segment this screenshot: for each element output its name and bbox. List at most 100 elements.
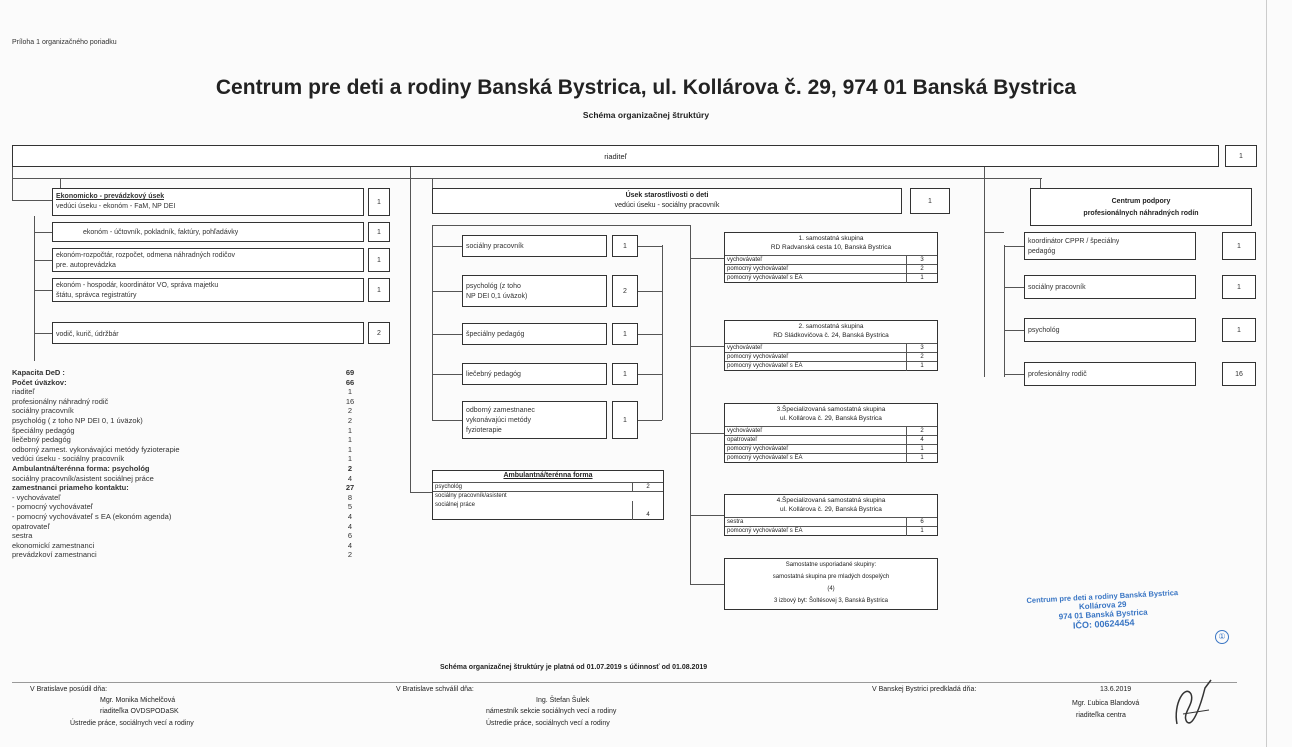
support-item-label: koordinátor CPPR / špeciálny (1028, 238, 1120, 245)
note-line: (4) (827, 586, 835, 592)
stat-label: odborný zamest. vykonávajúci metódy fyzi… (12, 444, 180, 454)
group-subtitle: ul. Kollárova č. 29, Banská Bystrica (780, 506, 882, 513)
signature-place: V Bratislave schválil dňa: (396, 686, 474, 693)
support-item-count: 16 (1222, 362, 1256, 386)
footer-divider (12, 682, 1237, 683)
signature-date: 13.6.2019 (1100, 686, 1132, 693)
group-title: 1. samostatná skupina (798, 235, 864, 242)
connector (638, 334, 662, 335)
econ-item-label: vodič, kurič, údržbár (56, 331, 119, 338)
connector (1004, 287, 1024, 288)
connector (662, 245, 663, 420)
econ-head-title: Ekonomicko - prevádzkový úsek (56, 193, 165, 200)
group-row-count: 1 (906, 454, 937, 463)
group-row-label: sestra (727, 519, 744, 525)
group-row-label: pomocný vychovávateľ (727, 266, 789, 272)
connector (432, 178, 433, 188)
stat-label: profesionálny náhradný rodič (12, 396, 109, 406)
signature-role: námestník sekcie sociálnych vecí a rodin… (486, 708, 617, 715)
group-row-count: 2 (906, 427, 937, 436)
econ-head: Ekonomicko - prevádzkový úsek vedúci úse… (52, 188, 364, 216)
stat-label: sociálny pracovník (12, 406, 74, 416)
econ-head-sub: vedúci úseku - ekonóm - FaM, NP DEI (56, 203, 176, 210)
connector (34, 290, 52, 291)
official-stamp: Centrum pre deti a rodiny Banská Bystric… (1002, 587, 1204, 634)
care-head: Úsek starostlivosti o deti vedúci úseku … (432, 188, 902, 214)
connector (638, 291, 662, 292)
note-line: Samostatne usporiadané skupiny: (785, 562, 877, 568)
group-row-count: 4 (906, 436, 937, 445)
stat-value: 8 (347, 492, 353, 502)
connector (60, 178, 61, 188)
signature-name: Mgr. Monika Michelčová (100, 697, 176, 704)
group-row-count: 6 (906, 518, 937, 527)
stat-value: 1 (347, 387, 353, 397)
group-title: 2. samostatná skupina (798, 323, 864, 330)
stat-value: 1 (347, 425, 353, 435)
stat-value: 4 (347, 540, 353, 550)
stat-value: 2 (347, 416, 353, 425)
econ-item-label: pre. autoprevádzka (56, 262, 116, 269)
care-head-count: 1 (910, 188, 950, 214)
director-label: riaditeľ (604, 152, 627, 161)
group-title: 3.Špecializovaná samostatná skupina (776, 406, 886, 413)
connector (34, 216, 35, 361)
support-item: sociálny pracovník (1024, 275, 1196, 299)
connector (12, 167, 13, 195)
connector (1004, 374, 1024, 375)
care-item-count: 2 (612, 275, 638, 307)
support-title: profesionálnych náhradných rodín (1083, 210, 1199, 217)
ambulant-row-label: sociálny pracovník/asistent (435, 493, 507, 499)
stat-value: 2 (347, 550, 353, 560)
econ-item: ekonóm-rozpočtár, rozpočet, odmena náhra… (52, 248, 364, 272)
connector (432, 246, 462, 247)
support-item-count: 1 (1222, 318, 1256, 342)
care-item-count: 1 (612, 323, 638, 345)
support-item-count: 1 (1222, 275, 1256, 299)
group-row: pomocný vychovávateľ 2 (725, 352, 937, 362)
care-item-label: psychológ (z toho (466, 283, 521, 290)
group-row-count: 2 (906, 353, 937, 362)
signature-name: Mgr. Ľubica Blandová (1072, 700, 1140, 707)
care-item-label: špeciálny pedagóg (466, 331, 525, 338)
group-row: sestra 6 (725, 517, 937, 527)
connector (638, 246, 662, 247)
stat-label: prevádzkoví zamestnanci (12, 550, 97, 560)
group-row-count: 1 (906, 362, 937, 371)
connector (690, 257, 724, 259)
signature-place: V Bratislave posúdil dňa: (30, 686, 108, 693)
care-item-label: liečebný pedagóg (466, 371, 521, 378)
connector (34, 333, 52, 334)
econ-item-count: 1 (368, 222, 390, 242)
stat-value: 6 (347, 531, 353, 541)
connector (34, 232, 52, 233)
note-line: samostatná skupina pre mladých dospelých (772, 574, 890, 580)
group-row-label: opatrovateľ (727, 437, 758, 443)
econ-item-label: ekonóm - účtovník, pokladník, faktúry, p… (83, 229, 239, 236)
care-item-label: fyzioterapie (466, 427, 502, 434)
page-title: Centrum pre deti a rodiny Banská Bystric… (215, 76, 1077, 99)
group-row-label: pomocný vychovávateľ s EA (727, 363, 803, 369)
care-item-label: sociálny pracovník (466, 243, 524, 250)
connector (432, 245, 433, 420)
econ-item-count: 2 (368, 322, 390, 344)
connector (432, 420, 462, 421)
econ-item-count: 1 (368, 248, 390, 272)
stat-label: sestra (12, 531, 33, 541)
group-row-label: pomocný vychovávateľ s EA (727, 528, 803, 534)
group-row-label: pomocný vychovávateľ (727, 354, 789, 360)
support-item-label: pedagóg (1028, 248, 1056, 255)
stat-label: - vychovávateľ (12, 492, 61, 502)
page-edge (1266, 0, 1267, 747)
connector (638, 420, 662, 421)
support-item: psychológ (1024, 318, 1196, 342)
stat-label: Kapacita DeD : (12, 368, 65, 377)
care-item: sociálny pracovník (462, 235, 607, 257)
connector (690, 225, 691, 585)
connector (12, 200, 52, 201)
